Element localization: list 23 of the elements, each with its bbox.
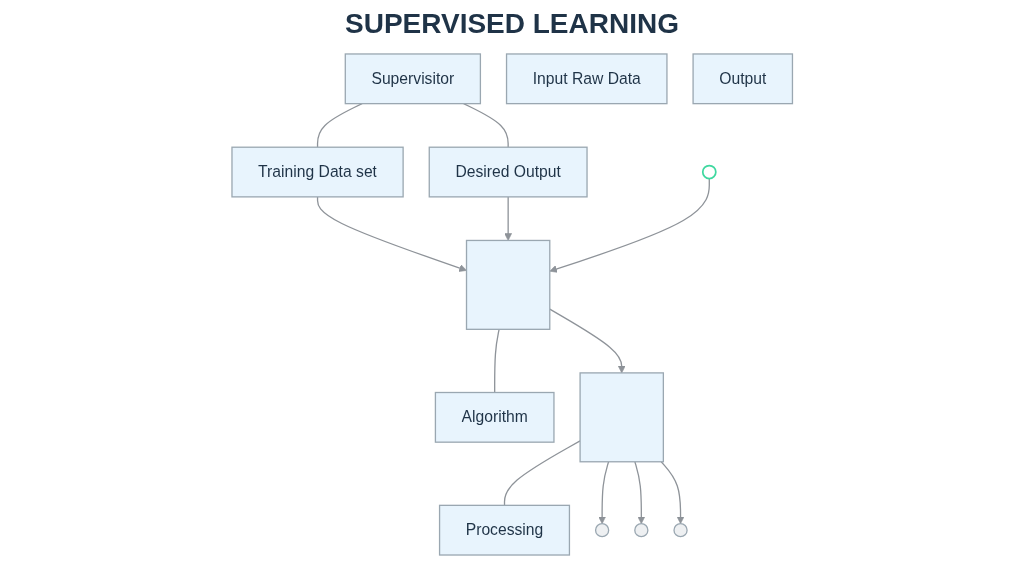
node-box: Supervisitor (344, 52, 481, 104)
node-box: Training Data set (231, 146, 404, 198)
arrow (634, 460, 645, 524)
node-box: Desired Output (428, 146, 588, 198)
node-circle (701, 164, 717, 179)
arrow (660, 460, 685, 524)
arrow (316, 195, 467, 272)
node-box: Algorithm (434, 391, 555, 443)
diagram-title: SUPERVISED LEARNING (345, 8, 679, 40)
arrow (549, 177, 710, 273)
node-circle (633, 522, 649, 537)
arrow (598, 460, 609, 524)
node-box: Processing (438, 504, 570, 556)
node-box: Input Raw Data (505, 52, 668, 104)
connector (316, 102, 363, 148)
arrow (504, 195, 512, 241)
connector (462, 102, 509, 148)
connector (493, 328, 500, 393)
node-box (579, 371, 664, 462)
node-box: Output (692, 52, 793, 104)
node-circle (594, 522, 610, 537)
node-circle (673, 522, 688, 537)
node-box (465, 239, 551, 330)
